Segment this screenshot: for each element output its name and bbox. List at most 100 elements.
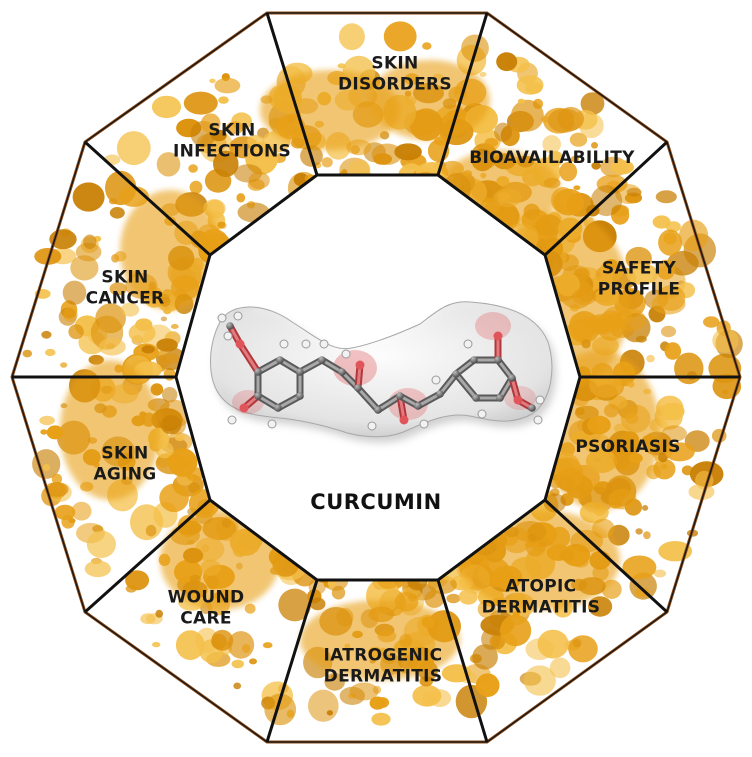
carbon-atom bbox=[296, 368, 304, 376]
powder-grain bbox=[331, 585, 346, 600]
powder-mound bbox=[120, 190, 220, 310]
powder-grain bbox=[570, 155, 580, 163]
segment-divider bbox=[83, 498, 212, 614]
segment-divider bbox=[543, 140, 669, 257]
powder-grain bbox=[422, 42, 432, 50]
powder-grain bbox=[569, 132, 588, 147]
segment-divider bbox=[265, 579, 319, 743]
label-skin-disorders-line-2: DISORDERS bbox=[338, 75, 452, 95]
powder-grain bbox=[244, 603, 256, 614]
powder-grain bbox=[54, 504, 76, 520]
molecule-atoms bbox=[217, 311, 545, 431]
hydrogen-atom bbox=[233, 311, 243, 321]
hydrogen-atom bbox=[217, 313, 227, 323]
powder-grain bbox=[159, 354, 166, 362]
powder-grain bbox=[231, 659, 244, 669]
powder-grain bbox=[580, 92, 605, 115]
hydrogen-atom bbox=[419, 419, 429, 429]
powder-grain bbox=[120, 302, 140, 317]
powder-grain bbox=[109, 282, 127, 296]
powder-grain bbox=[195, 627, 219, 654]
bond-highlight bbox=[438, 372, 458, 396]
powder-grain bbox=[219, 221, 227, 229]
hydrogen-atom bbox=[341, 349, 351, 359]
powder-grain bbox=[635, 335, 647, 343]
powder-grain bbox=[167, 454, 182, 465]
bond-highlight bbox=[496, 358, 514, 380]
powder-grain bbox=[547, 151, 564, 167]
powder-grain bbox=[211, 633, 227, 650]
segment-divider bbox=[543, 498, 669, 614]
powder-grain bbox=[160, 415, 182, 435]
segment-labels: SKINDISORDERSBIOAVAILABILITYSAFETYPROFIL… bbox=[86, 54, 681, 687]
powder-grain bbox=[655, 190, 677, 204]
powder-grain bbox=[553, 188, 585, 216]
powder-grain bbox=[703, 316, 720, 328]
powder-grain bbox=[321, 157, 333, 168]
powder-grain bbox=[140, 613, 156, 625]
powder-grain bbox=[262, 642, 273, 649]
bond-highlight bbox=[238, 342, 260, 374]
powder-grain bbox=[542, 135, 561, 154]
powder-grain bbox=[309, 597, 326, 611]
powder-grain bbox=[626, 263, 659, 285]
label-iatrogenic-dermatitis-line-1: IATROGENIC bbox=[324, 646, 443, 666]
powder-grain bbox=[162, 387, 178, 403]
powder-grain bbox=[32, 449, 61, 479]
powder-grain bbox=[159, 483, 189, 513]
powder-grain bbox=[214, 77, 241, 94]
bond-highlight bbox=[298, 358, 324, 374]
powder-grain bbox=[525, 81, 543, 94]
hydrogen-atom bbox=[301, 339, 311, 349]
powder-grain bbox=[40, 429, 48, 435]
powder-grain bbox=[145, 524, 157, 537]
carbon-atom bbox=[276, 356, 284, 364]
powder-mound bbox=[160, 510, 280, 610]
carbon-atom bbox=[354, 384, 362, 392]
powder-grain bbox=[646, 354, 655, 363]
oxygen-atom bbox=[235, 339, 245, 349]
powder-grain bbox=[446, 593, 461, 604]
powder-grain bbox=[130, 504, 164, 541]
label-atopic-dermatitis-line-1: ATOPIC bbox=[506, 577, 577, 597]
hydrogen-atom bbox=[223, 331, 233, 341]
powder-grain bbox=[489, 633, 506, 650]
powder-grain bbox=[510, 99, 544, 132]
powder-grain bbox=[70, 255, 99, 281]
oxygen-atom bbox=[493, 331, 503, 341]
powder-grain bbox=[75, 242, 102, 262]
powder-grain bbox=[591, 161, 601, 170]
powder-grain bbox=[543, 493, 567, 513]
powder-grain bbox=[590, 185, 623, 217]
bond-highlight bbox=[454, 372, 478, 400]
powder-grain bbox=[661, 425, 687, 442]
oxygen-atom bbox=[513, 395, 523, 405]
powder-grain bbox=[218, 96, 229, 104]
carbon-atom bbox=[494, 356, 502, 364]
powder-grain bbox=[371, 143, 403, 165]
powder-grain bbox=[248, 171, 270, 190]
carbon-atom bbox=[274, 404, 282, 412]
powder-grain bbox=[162, 353, 180, 364]
powder-grain bbox=[98, 337, 126, 356]
hydrogen-atom bbox=[367, 421, 377, 431]
powder-grain bbox=[479, 71, 487, 77]
powder-grain bbox=[477, 600, 497, 619]
powder-grain bbox=[525, 638, 554, 661]
powder-grain bbox=[264, 693, 297, 726]
label-skin-aging-line-2: AGING bbox=[93, 465, 156, 485]
powder-grain bbox=[41, 330, 52, 339]
label-skin-disorders-line-1: SKIN bbox=[371, 54, 418, 74]
powder-grain bbox=[156, 338, 178, 352]
powder-grain bbox=[116, 131, 151, 166]
carbon-atom bbox=[472, 394, 480, 402]
powder-grain bbox=[338, 23, 365, 51]
carbon-atom bbox=[496, 394, 504, 402]
molecular-surface bbox=[210, 301, 553, 438]
bond-highlight bbox=[278, 358, 302, 374]
powder-grain bbox=[371, 712, 391, 726]
carbon-atom bbox=[414, 402, 422, 410]
powder-grain bbox=[209, 78, 216, 84]
powder-grain bbox=[540, 115, 550, 123]
